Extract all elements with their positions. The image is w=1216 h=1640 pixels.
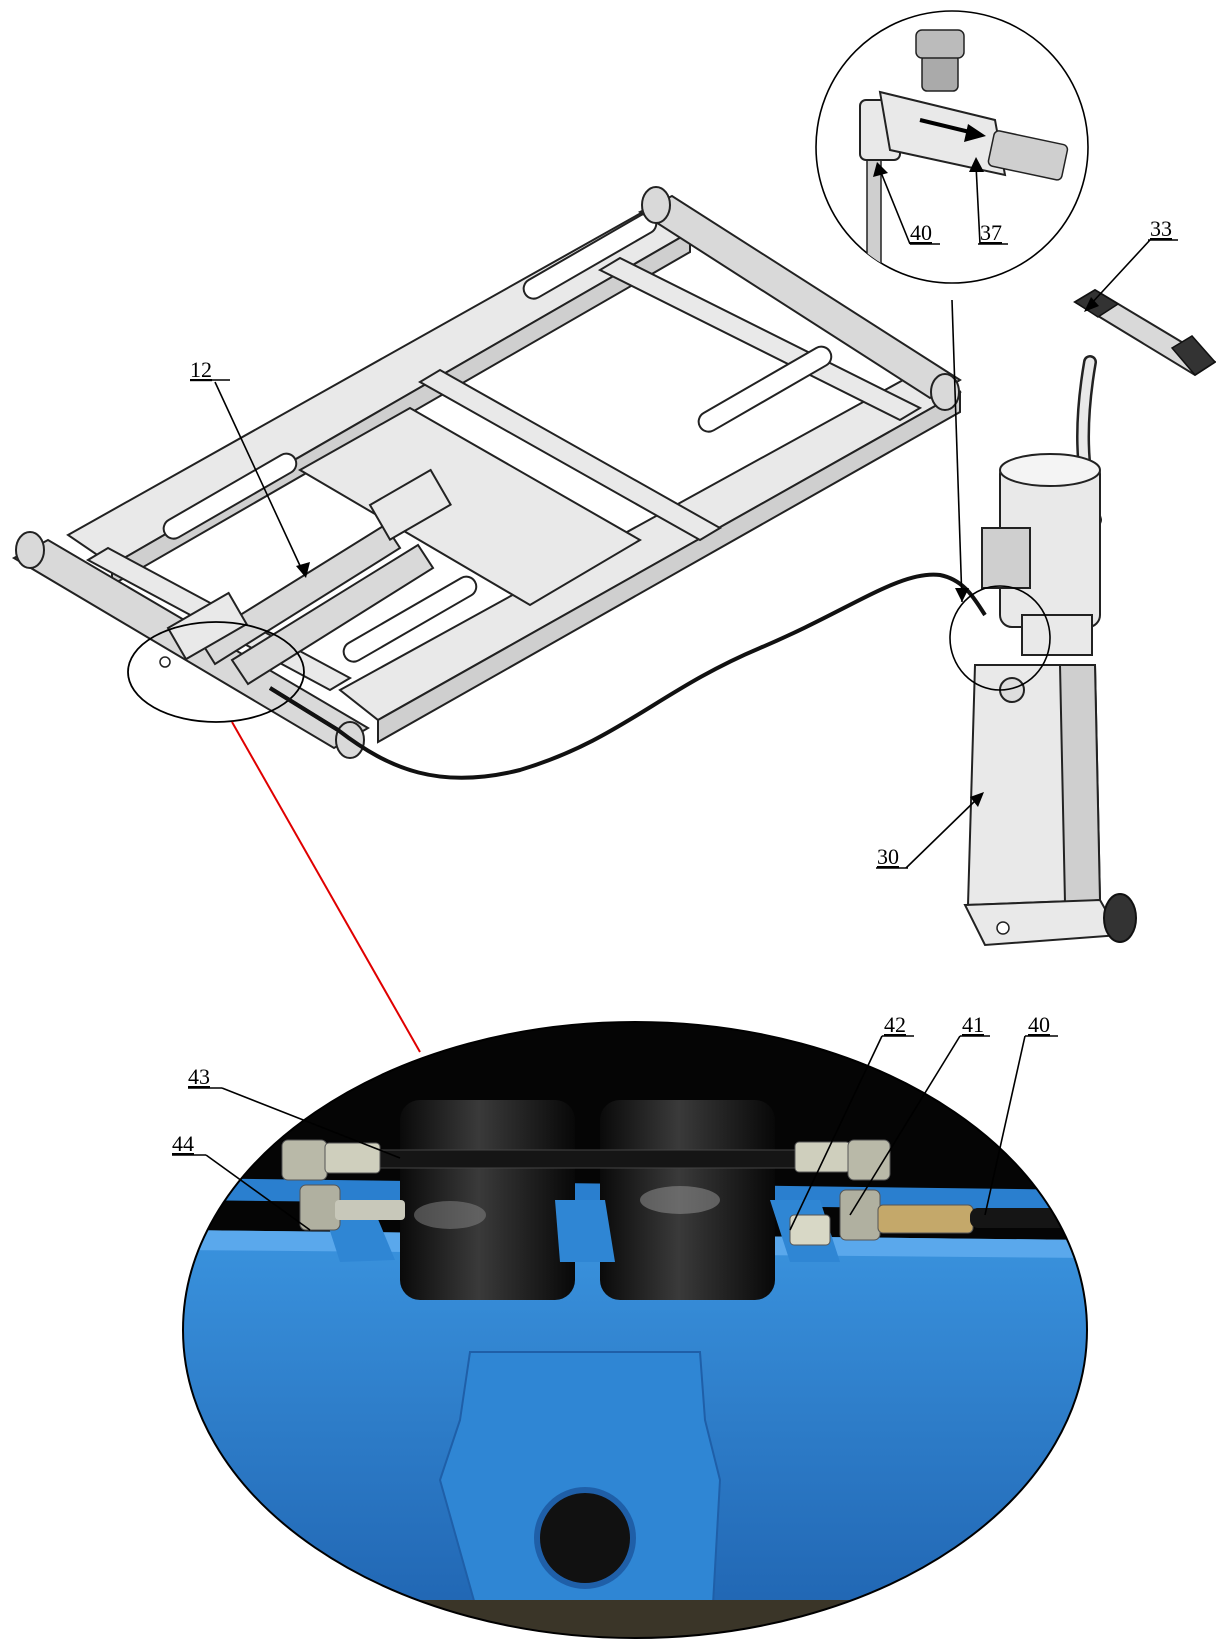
- valve-detail: [859, 29, 1069, 283]
- arrow-right-icon: [964, 124, 986, 142]
- callout-33: 33: [1150, 216, 1172, 241]
- callout-30: 30: [877, 844, 899, 869]
- callout-40-top: 40: [910, 220, 932, 245]
- detail-connector-line: [951, 299, 963, 603]
- zoom-connector-line: [231, 721, 421, 1053]
- callout-12: 12: [190, 357, 212, 382]
- callout-37: 37: [980, 220, 1002, 245]
- pump-unit: [963, 288, 1216, 947]
- zoom-circle-valve: [949, 585, 1051, 691]
- zoom-ellipse-cylinder: [127, 621, 305, 723]
- leader-lines: [172, 157, 1178, 1231]
- callout-41: 41: [962, 1012, 984, 1037]
- callout-40-bottom: 40: [1028, 1012, 1050, 1037]
- hydraulic-hose: [268, 572, 987, 780]
- photo-detail: [182, 1021, 1088, 1639]
- callout-43: 43: [188, 1064, 210, 1089]
- callout-44: 44: [172, 1131, 194, 1156]
- lift-frame: [11, 186, 962, 759]
- callout-42: 42: [884, 1012, 906, 1037]
